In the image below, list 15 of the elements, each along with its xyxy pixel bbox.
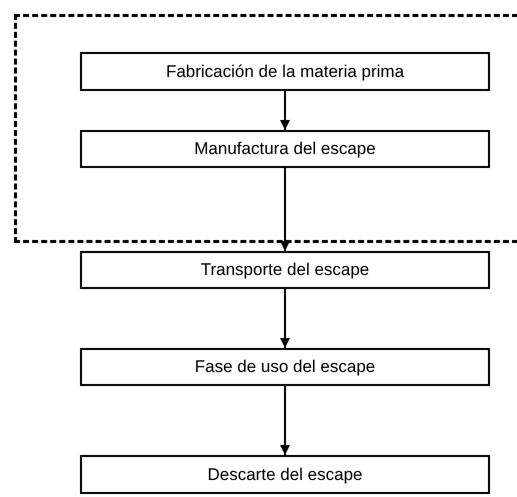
dashed-group-boundary (14, 14, 517, 243)
process-box (80, 52, 490, 91)
box-label: Manufactura del escape (194, 139, 376, 159)
process-box (80, 251, 490, 289)
box-label: Descarte del escape (208, 464, 362, 484)
process-box (80, 455, 490, 494)
arrow (280, 168, 290, 251)
arrow (280, 91, 290, 130)
box-label: Transporte del escape (200, 260, 370, 280)
arrow (280, 386, 290, 455)
box-label: Fabricación de la materia prima (166, 62, 404, 82)
arrow (280, 289, 290, 348)
process-box (80, 130, 490, 168)
box-label: Fase de uso del escape (194, 357, 376, 377)
process-box (80, 348, 490, 386)
